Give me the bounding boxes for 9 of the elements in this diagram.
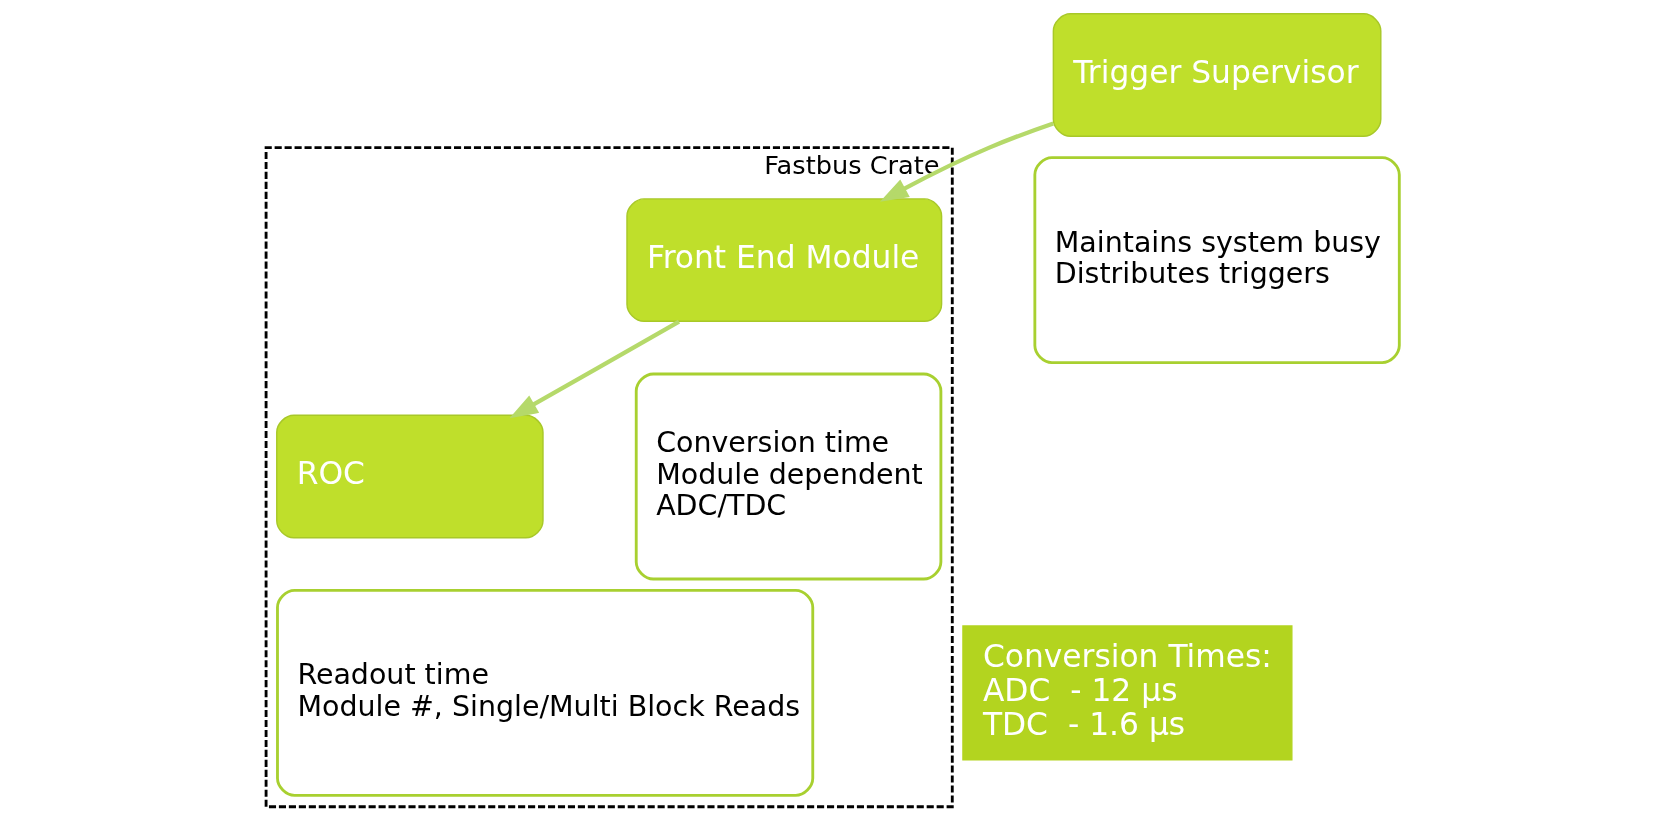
node-box: Trigger Supervisor — [1052, 13, 1381, 137]
node-box: Maintains system busy Distributes triggers — [1032, 156, 1401, 365]
node-box: Front End Module — [625, 198, 942, 323]
node-box: ROC — [275, 414, 544, 539]
node-box: Conversion time Module dependent ADC/TDC — [634, 372, 942, 581]
node-box: Readout time Module #, Single/Multi Block Reads — [275, 588, 814, 797]
arrow — [879, 121, 1054, 202]
node-box: Conversion Times: ADC - 12 μs TDC - 1.6 μs — [961, 625, 1293, 761]
arrow — [508, 319, 680, 419]
